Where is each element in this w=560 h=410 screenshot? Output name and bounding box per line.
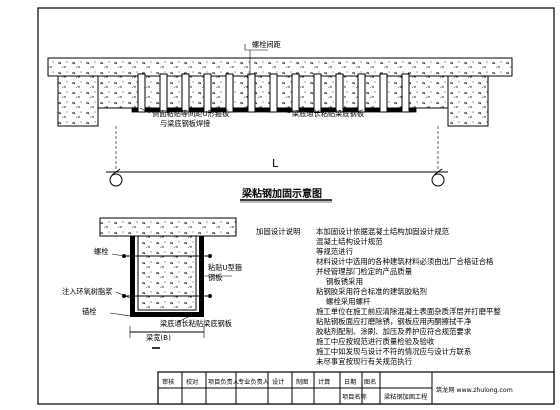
label-epoxy: 注入环氧树脂浆: [62, 287, 112, 296]
note-line: 混凝土结构设计规范: [316, 237, 383, 246]
design-notes: 加固设计说明 本加固设计依据混凝土结构加固设计规范 混凝土结构设计规范 等规范进…: [256, 227, 501, 366]
note-line: 本加固设计依据混凝土结构加固设计规范: [316, 227, 450, 236]
note-line: 螺栓采用螺杆: [326, 297, 371, 306]
axis-bubble-left: [109, 173, 123, 187]
note-line: 施工中应按规范进行质量检验及验收: [316, 337, 435, 346]
tb-watermark: 筑龙网 www.zhulong.com: [436, 386, 513, 394]
title-block: 审核 校对 项目负责人 专业负责人 设计 制图 计算 日期 项目名称 图名 梁粘…: [157, 371, 555, 405]
beam-elevation: 螺栓间距 侧面粘贴等间距U形箍板 与梁底钢板焊接 梁底通长粘贴梁底钢板 L 梁粘…: [47, 40, 513, 203]
label-width: 梁宽(B): [146, 333, 171, 342]
tb-cell: 制图: [296, 378, 308, 386]
tb-cell: 校对: [186, 378, 198, 386]
note-line: 施工中如发现与设计不符的情况应与设计方联系: [316, 347, 471, 356]
label-bolt: 螺栓: [94, 247, 108, 256]
note-line: 胶粘剂配制、涂刷、加压及养护应符合规范要求: [316, 327, 472, 336]
tb-cell: 计算: [318, 378, 330, 386]
beam-section: 螺栓 注入环氧树脂浆 锚栓 粘贴U型箍 钢板 梁底通长粘贴梁底钢板 梁宽(B): [62, 217, 242, 349]
note-line: 粘钢胶采用符合标准的建筑胶粘剂: [316, 287, 427, 296]
label-side-steel: 粘贴U型箍: [208, 263, 242, 272]
label-bottom-plate-elev: 梁底通长粘贴梁底钢板: [292, 109, 364, 118]
tb-cell: 专业负责人: [238, 378, 269, 386]
tb-cell: 审核: [162, 378, 174, 386]
tb-project-label: 项目名称: [342, 393, 367, 401]
note-line: 钢板锈采用: [326, 277, 363, 286]
label-side-plate: 侧面粘贴等间距U形箍板: [152, 109, 229, 118]
note-line: 粘贴钢板面应打磨除锈，钢板应用丙酮擦拭干净: [316, 317, 472, 326]
note-line: 未尽事宜按现行有关规范执行: [316, 357, 413, 366]
label-side-plate-weld: 与梁底钢板焊接: [160, 119, 210, 128]
label-side-steel-2: 钢板: [208, 273, 222, 282]
note-line: 并经管理部门检定的产品质量: [316, 267, 413, 276]
note-line: 等规范进行: [316, 247, 354, 256]
label-anchor: 锚栓: [82, 307, 96, 316]
label-bolt-spacing: 螺栓间距: [252, 40, 281, 49]
tb-cell: 日期: [344, 378, 356, 386]
tb-cell: 项目负责人: [208, 378, 239, 386]
span-label: L: [272, 157, 279, 170]
tb-drawing-name: 梁粘钢加固工程: [384, 393, 427, 401]
tb-drawing-label: 图名: [364, 378, 376, 386]
note-line: 施工单位在施工前应清除混凝土表面杂质浮层并打磨平整: [316, 307, 501, 316]
axis-bubble-right: [431, 173, 445, 187]
elevation-title: 梁粘钢加固示意图: [241, 187, 322, 200]
notes-heading: 加固设计说明: [256, 227, 300, 236]
note-line: 材料设计中选用的各种建筑材料必须由出厂合格证合格: [316, 257, 494, 266]
label-bottom-plate-section: 梁底通长粘贴梁底钢板: [160, 319, 232, 328]
floor-slab: [47, 57, 513, 77]
u-plate-strips: [137, 73, 410, 113]
tb-cell: 设计: [272, 378, 284, 386]
